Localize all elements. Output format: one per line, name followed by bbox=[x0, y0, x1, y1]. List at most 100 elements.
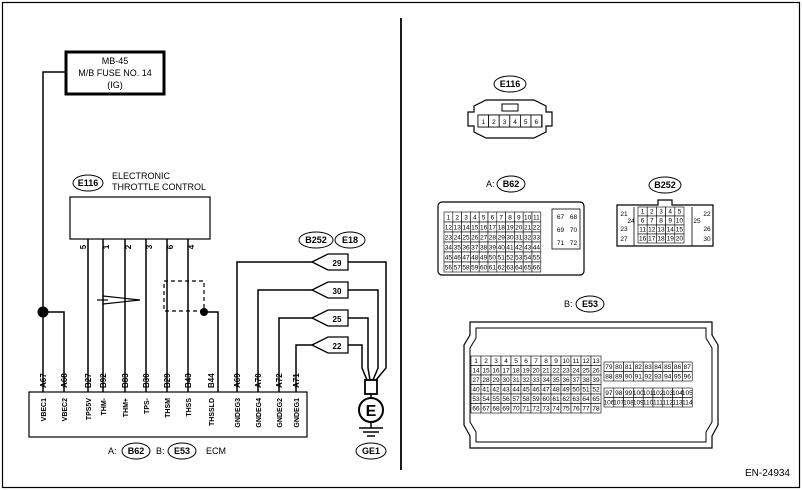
b252-pin: 3 bbox=[659, 209, 663, 216]
e53-pin: 94 bbox=[664, 374, 672, 381]
e53-pin: 89 bbox=[615, 374, 623, 381]
b62-pin: 19 bbox=[506, 225, 514, 232]
e53-pin: 82 bbox=[635, 364, 643, 371]
e53-pin: 112 bbox=[663, 400, 674, 407]
e53-pin: 41 bbox=[482, 387, 490, 394]
b62-pin: 16 bbox=[480, 225, 488, 232]
e53-pin: 36 bbox=[562, 377, 570, 384]
b62-cell bbox=[531, 261, 542, 273]
e53-pin: 104 bbox=[672, 390, 683, 397]
e53-pin: 113 bbox=[672, 400, 683, 407]
b62-pin: 59 bbox=[471, 265, 479, 272]
b62-pin: 49 bbox=[480, 255, 488, 262]
b252-pin: 20 bbox=[676, 236, 684, 243]
b62-pin: 3 bbox=[464, 215, 468, 222]
e116-pin: 2 bbox=[492, 119, 496, 126]
b252-cell bbox=[674, 233, 685, 244]
e53-pin: 111 bbox=[653, 400, 663, 407]
b62-pin: 31 bbox=[515, 235, 523, 242]
joint-pin-22: 22 bbox=[333, 342, 342, 351]
e53-pin: 72 bbox=[532, 406, 540, 413]
b62-pin: 45 bbox=[445, 255, 453, 262]
ecm-pin-label: A67 bbox=[39, 373, 48, 388]
b252-pin: 15 bbox=[676, 227, 684, 234]
b252-pin: 10 bbox=[676, 218, 684, 225]
e53-pin: 69 bbox=[502, 406, 510, 413]
b62-pin: 9 bbox=[517, 215, 521, 222]
e116-pin: 4 bbox=[513, 119, 517, 126]
e53-pin: 76 bbox=[572, 406, 580, 413]
joint-b252-label: B252 bbox=[305, 235, 327, 245]
ecm-signal-label: THSS bbox=[186, 398, 193, 417]
b62-pin: 65 bbox=[524, 265, 532, 272]
e53-pin: 42 bbox=[492, 387, 500, 394]
e53-cell bbox=[590, 403, 602, 414]
e53-pin: 85 bbox=[664, 364, 672, 371]
e53-pin: 50 bbox=[572, 387, 580, 394]
e53-pin: 7 bbox=[534, 358, 538, 365]
e53-pin: 109 bbox=[633, 400, 644, 407]
e53-pin: 48 bbox=[552, 387, 560, 394]
e53-pin: 51 bbox=[582, 387, 590, 394]
ecm-pin-label: B92 bbox=[99, 373, 108, 388]
b62-pin: 47 bbox=[462, 255, 470, 262]
e53-pin: 106 bbox=[603, 400, 614, 407]
e53-pin: 86 bbox=[674, 364, 682, 371]
etc-pin-2: 2 bbox=[124, 244, 133, 249]
b62-pin: 4 bbox=[473, 215, 477, 222]
e53-pin: 2 bbox=[484, 358, 488, 365]
e53-pin: 81 bbox=[625, 364, 633, 371]
e53-pin: 3 bbox=[494, 358, 498, 365]
ecm-signal-label: TPS5V bbox=[86, 398, 93, 421]
b252-pin: 17 bbox=[648, 236, 656, 243]
b62-pin: 10 bbox=[524, 215, 532, 222]
e53-pin: 22 bbox=[552, 368, 560, 375]
b62-pin: 70 bbox=[570, 227, 578, 234]
e53-pin: 73 bbox=[542, 406, 550, 413]
e53-pin: 35 bbox=[552, 377, 560, 384]
ecm-signal-label: GNDEG4 bbox=[256, 398, 263, 428]
e53-pin: 4 bbox=[504, 358, 508, 365]
e53-pin: 28 bbox=[482, 377, 490, 384]
joint-connector: B252 E18 29 30 25 22 bbox=[298, 231, 366, 354]
b62-pin: 40 bbox=[498, 245, 506, 252]
e53-pin: 103 bbox=[662, 390, 673, 397]
b252-pin: 18 bbox=[657, 236, 665, 243]
e53-pin: 5 bbox=[514, 358, 518, 365]
e53-pin: 8 bbox=[544, 358, 548, 365]
b252-pin: 4 bbox=[668, 209, 672, 216]
ecm-signal-label: THSSLD bbox=[209, 398, 216, 426]
e53-pin: 54 bbox=[482, 396, 490, 403]
b62-pin: 42 bbox=[515, 245, 523, 252]
b62-pin: 35 bbox=[454, 245, 462, 252]
b62-pin: 37 bbox=[471, 245, 479, 252]
ecm-pin-label: A71 bbox=[292, 373, 301, 388]
e53-pin: 57 bbox=[512, 396, 520, 403]
b62-pin: 33 bbox=[533, 235, 541, 242]
e53-pin: 90 bbox=[625, 374, 633, 381]
e53-pin: 13 bbox=[592, 358, 600, 365]
e53-pin: 98 bbox=[615, 390, 623, 397]
e53-pin: 102 bbox=[652, 390, 663, 397]
etc-title-1: ELECTRONIC bbox=[112, 171, 171, 181]
ground-symbol: E GE1 bbox=[355, 379, 387, 460]
e53-pin: 64 bbox=[582, 396, 590, 403]
e53-pin: 37 bbox=[572, 377, 580, 384]
ecm-pin-label: A70 bbox=[254, 373, 263, 388]
etc-title-2: THROTTLE CONTROL bbox=[112, 182, 206, 192]
b252-pin: 19 bbox=[667, 236, 675, 243]
b62-name: B62 bbox=[503, 179, 520, 189]
e53-pin: 99 bbox=[625, 390, 633, 397]
e53-pin: 11 bbox=[573, 358, 580, 365]
e53-pin: 34 bbox=[542, 377, 550, 384]
e53-pin: 96 bbox=[684, 374, 692, 381]
thermistor-pair-symbol bbox=[97, 295, 141, 305]
e53-pin: 70 bbox=[512, 406, 520, 413]
e53-pin: 56 bbox=[502, 396, 510, 403]
e53-pin: 26 bbox=[592, 368, 600, 375]
fuse-box: MB-45 M/B FUSE NO. 14 (IG) bbox=[64, 50, 166, 96]
